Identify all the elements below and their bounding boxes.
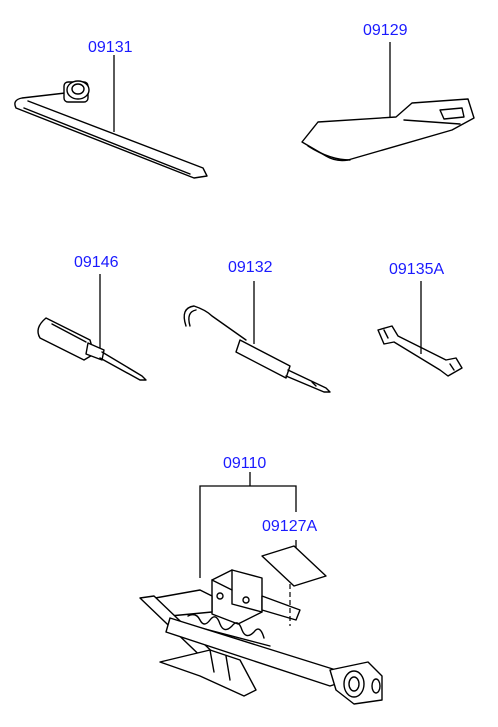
spanner (377, 325, 463, 377)
label-09110: 09110 (223, 455, 266, 472)
label-09129: 09129 (363, 22, 408, 39)
leader-09110 (199, 472, 297, 578)
label-09135A: 09135A (389, 261, 444, 278)
jack-label (261, 545, 327, 587)
label-09131: 09131 (88, 39, 133, 56)
jack (139, 569, 383, 705)
bag (301, 98, 475, 162)
label-09146: 09146 (74, 254, 119, 271)
wheel-brace (14, 80, 208, 179)
hook-tool (183, 305, 331, 393)
screwdriver (37, 317, 147, 381)
label-09132: 09132 (228, 259, 273, 276)
label-09127A: 09127A (262, 518, 317, 535)
